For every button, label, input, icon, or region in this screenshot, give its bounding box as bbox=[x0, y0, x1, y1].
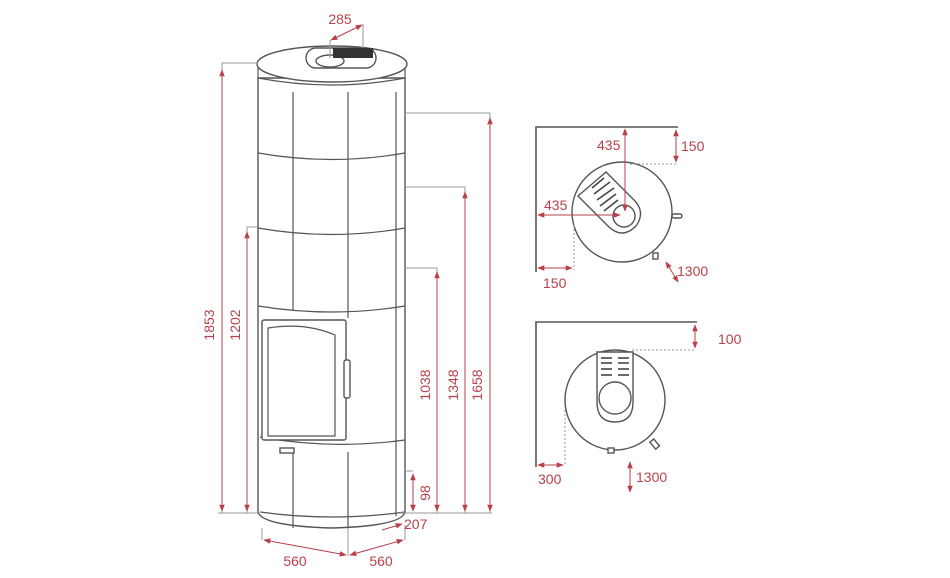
flue-outlet bbox=[598, 381, 632, 415]
dim-150-side: 150 bbox=[543, 275, 567, 291]
handle bbox=[671, 213, 683, 219]
door-handle bbox=[343, 359, 351, 399]
top-vent-grille bbox=[333, 48, 373, 58]
dim-1348: 1348 bbox=[445, 369, 461, 400]
base-seam bbox=[259, 511, 406, 518]
tile-seam bbox=[257, 152, 406, 161]
tile-seam bbox=[257, 227, 406, 236]
ash-drawer-handle bbox=[279, 447, 295, 454]
door-glass bbox=[267, 325, 336, 437]
corner-installation-top-view: 435 150 435 150 1300 bbox=[535, 126, 708, 291]
dim-560-left: 560 bbox=[283, 553, 307, 569]
front-dimensions: 285 1853 1202 1658 1348 1038 98 207 560 … bbox=[201, 11, 493, 569]
dim-285: 285 bbox=[328, 11, 352, 27]
stove-front-view bbox=[256, 45, 408, 529]
dim-98: 98 bbox=[417, 485, 433, 501]
dim-560-right: 560 bbox=[369, 553, 393, 569]
foot bbox=[607, 447, 615, 454]
stove-door bbox=[261, 319, 347, 441]
stove-body bbox=[257, 77, 406, 529]
dim-300-side: 300 bbox=[538, 471, 562, 487]
dim-1658: 1658 bbox=[469, 369, 485, 400]
vent-grille bbox=[601, 357, 629, 376]
dim-100-back: 100 bbox=[718, 331, 742, 347]
dim-1202: 1202 bbox=[227, 309, 243, 340]
dim-435-back: 435 bbox=[597, 137, 621, 153]
dim-150-back: 150 bbox=[681, 138, 705, 154]
vent-grille bbox=[591, 177, 619, 212]
handle bbox=[648, 438, 661, 451]
flue-outlet bbox=[612, 204, 636, 228]
dim-1038: 1038 bbox=[417, 369, 433, 400]
dim-1300-front: 1300 bbox=[636, 469, 667, 485]
dim-207: 207 bbox=[404, 516, 428, 532]
corner-walls bbox=[535, 321, 697, 467]
foot bbox=[652, 252, 659, 260]
dim-435-side: 435 bbox=[544, 197, 568, 213]
dim-1853: 1853 bbox=[201, 309, 217, 340]
tile-seam bbox=[257, 305, 406, 313]
corner-walls bbox=[535, 126, 678, 272]
dim-1300-front: 1300 bbox=[677, 263, 708, 279]
wall-installation-top-view: 100 300 1300 bbox=[535, 321, 742, 493]
